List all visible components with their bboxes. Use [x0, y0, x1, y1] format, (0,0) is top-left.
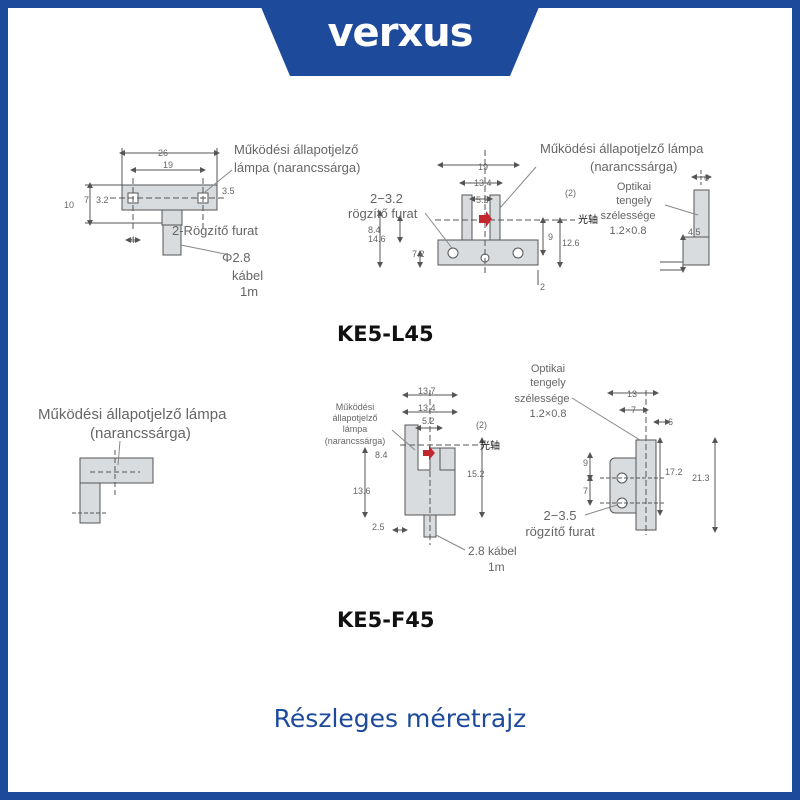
optical-l45-d: 1.2×0.8 — [609, 225, 646, 237]
lamp2-f45-d: (narancssárga) — [325, 436, 386, 446]
dim-8-4b: 8.4 — [375, 450, 388, 460]
dim-6b: 6 — [668, 417, 673, 427]
f45-end-view — [587, 390, 718, 535]
dim-3-5: 3.5 — [222, 186, 235, 196]
dim-7-2: 7.2 — [412, 249, 425, 259]
f45-hole-callout: 2−3.5 rögzítő furat — [525, 504, 618, 539]
hole-label-l45b-b: rögzítő furat — [348, 206, 418, 221]
dim-15-2: 15.2 — [467, 469, 485, 479]
optical-f45-b: tengely — [530, 377, 566, 389]
dim-6: 6 — [704, 173, 709, 183]
f45-end-labels: 13 7 6 9 7 17.2 21.3 — [583, 389, 710, 496]
hole-f45-a: 2−3.5 — [544, 508, 577, 523]
optical-f45-c: szélessége — [514, 393, 569, 405]
dim-2-paren: (2) — [565, 188, 576, 198]
lamp2-f45-a: Működési — [336, 402, 375, 412]
f45-side-callouts: Működési állapotjelző lámpa (narancssárg… — [325, 402, 500, 452]
dim-9: 9 — [548, 232, 553, 242]
f45-front-view — [72, 450, 154, 524]
l45-end-view — [660, 170, 712, 273]
dim-7b: 7 — [631, 405, 636, 415]
cable-label-l45-b: kábel — [232, 268, 263, 283]
optical-f45-d: 1.2×0.8 — [529, 408, 566, 420]
dim-2-5: 2.5 — [372, 522, 385, 532]
dim-12-6: 12.6 — [562, 238, 580, 248]
l45-end-callouts: Optikai tengely szélessége 1.2×0.8 — [600, 181, 699, 237]
dim-2-paren-b: (2) — [476, 420, 487, 430]
cable-label-l45-c: 1m — [240, 284, 258, 299]
l45-cable — [162, 224, 182, 256]
hole-f45-b: rögzítő furat — [525, 524, 595, 539]
lamp-label-l45-line2: lámpa (narancssárga) — [234, 160, 360, 175]
content-panel — [8, 8, 792, 792]
hole-label-l45: 2-Rögzítő furat — [172, 223, 258, 238]
cable-label-l45-a: Φ2.8 — [222, 250, 250, 265]
hole-label-l45b-a: 2−3.2 — [370, 191, 403, 206]
l45-side-callouts: Működési állapotjelző lámpa (narancssárg… — [348, 141, 704, 249]
f45-end-callouts: Optikai tengely szélessége 1.2×0.8 — [514, 363, 641, 441]
dim-4: 4 — [130, 235, 135, 245]
dim-3-2: 3.2 — [96, 195, 109, 205]
logo-banner — [258, 0, 542, 76]
lamp-label-f45-line2: (narancssárga) — [90, 425, 191, 442]
l45-side-labels: 19 13.4 5.2 (2) 8.4 14.6 7.2 9 12.6 2 — [368, 162, 580, 292]
footer-caption: Részleges méretrajz — [273, 704, 527, 733]
dim-13-4: 13.4 — [474, 178, 492, 188]
dim-13: 13 — [627, 389, 637, 399]
dim-5-2: 5.2 — [476, 195, 489, 205]
optical-l45-c: szélessége — [600, 210, 655, 222]
dim-9b: 9 — [583, 458, 588, 468]
dim-21-3: 21.3 — [692, 473, 710, 483]
lamp-label-f45-line1: Működési állapotjelző lámpa — [38, 406, 227, 423]
dim-14-6: 14.6 — [368, 234, 386, 244]
dim-4-5: 4.5 — [688, 227, 701, 237]
lamp2-label-l45-line2: (narancssárga) — [590, 159, 677, 174]
lamp-label-l45-line1: Működési állapotjelző — [234, 142, 358, 157]
dim-8-4: 8.4 — [368, 225, 381, 235]
l45-front-labels: 26 19 3.2 10 7 3.5 4 — [64, 148, 235, 245]
f45-side-view — [362, 390, 485, 545]
dim-19: 19 — [163, 160, 173, 170]
optical-f45-a: Optikai — [531, 363, 565, 375]
model-title-f45: KE5-F45 — [337, 608, 435, 632]
axis-label-f45: 光轴 — [480, 439, 500, 452]
lamp2-f45-c: lámpa — [343, 424, 368, 434]
l45-red-arrow-icon — [479, 211, 492, 227]
model-title-l45: KE5-L45 — [337, 322, 434, 346]
axis-label-l45: 光轴 — [578, 213, 598, 226]
f45-red-arrow-icon — [423, 446, 435, 460]
dim-7c: 7 — [583, 486, 588, 496]
dim-19b: 19 — [478, 162, 488, 172]
lamp2-label-l45-line1: Működési állapotjelző lámpa — [540, 141, 704, 156]
cable-f45-b: 1m — [488, 560, 505, 574]
f45-front-callouts: Működési állapotjelző lámpa (narancssárg… — [38, 406, 227, 466]
dim-10: 10 — [64, 200, 74, 210]
f45-cable-callout: 2.8 kábel 1m — [435, 534, 517, 574]
dim-13-7: 13.7 — [418, 386, 436, 396]
dim-13-6: 13.6 — [353, 486, 371, 496]
dim-26: 26 — [158, 148, 168, 158]
optical-l45-b: tengely — [616, 195, 652, 207]
dim-7: 7 — [84, 195, 89, 205]
dim-17-2: 17.2 — [665, 467, 683, 477]
dim-5-2b: 5.2 — [422, 416, 435, 426]
brand-logo: verxus — [327, 10, 473, 56]
cable-f45-a: 2.8 kábel — [468, 544, 517, 558]
lamp2-f45-b: állapotjelző — [332, 413, 377, 423]
dim-2: 2 — [540, 282, 545, 292]
l45-front-callouts: Működési állapotjelző lámpa (narancssárg… — [172, 142, 360, 299]
l45-front-view — [85, 148, 225, 256]
optical-l45-a: Optikai — [617, 181, 651, 193]
dim-13-4b: 13.4 — [418, 403, 436, 413]
f45-side-labels: 13.7 13.4 5.2 (2) 8.4 13.6 2.5 15.2 — [353, 386, 487, 532]
